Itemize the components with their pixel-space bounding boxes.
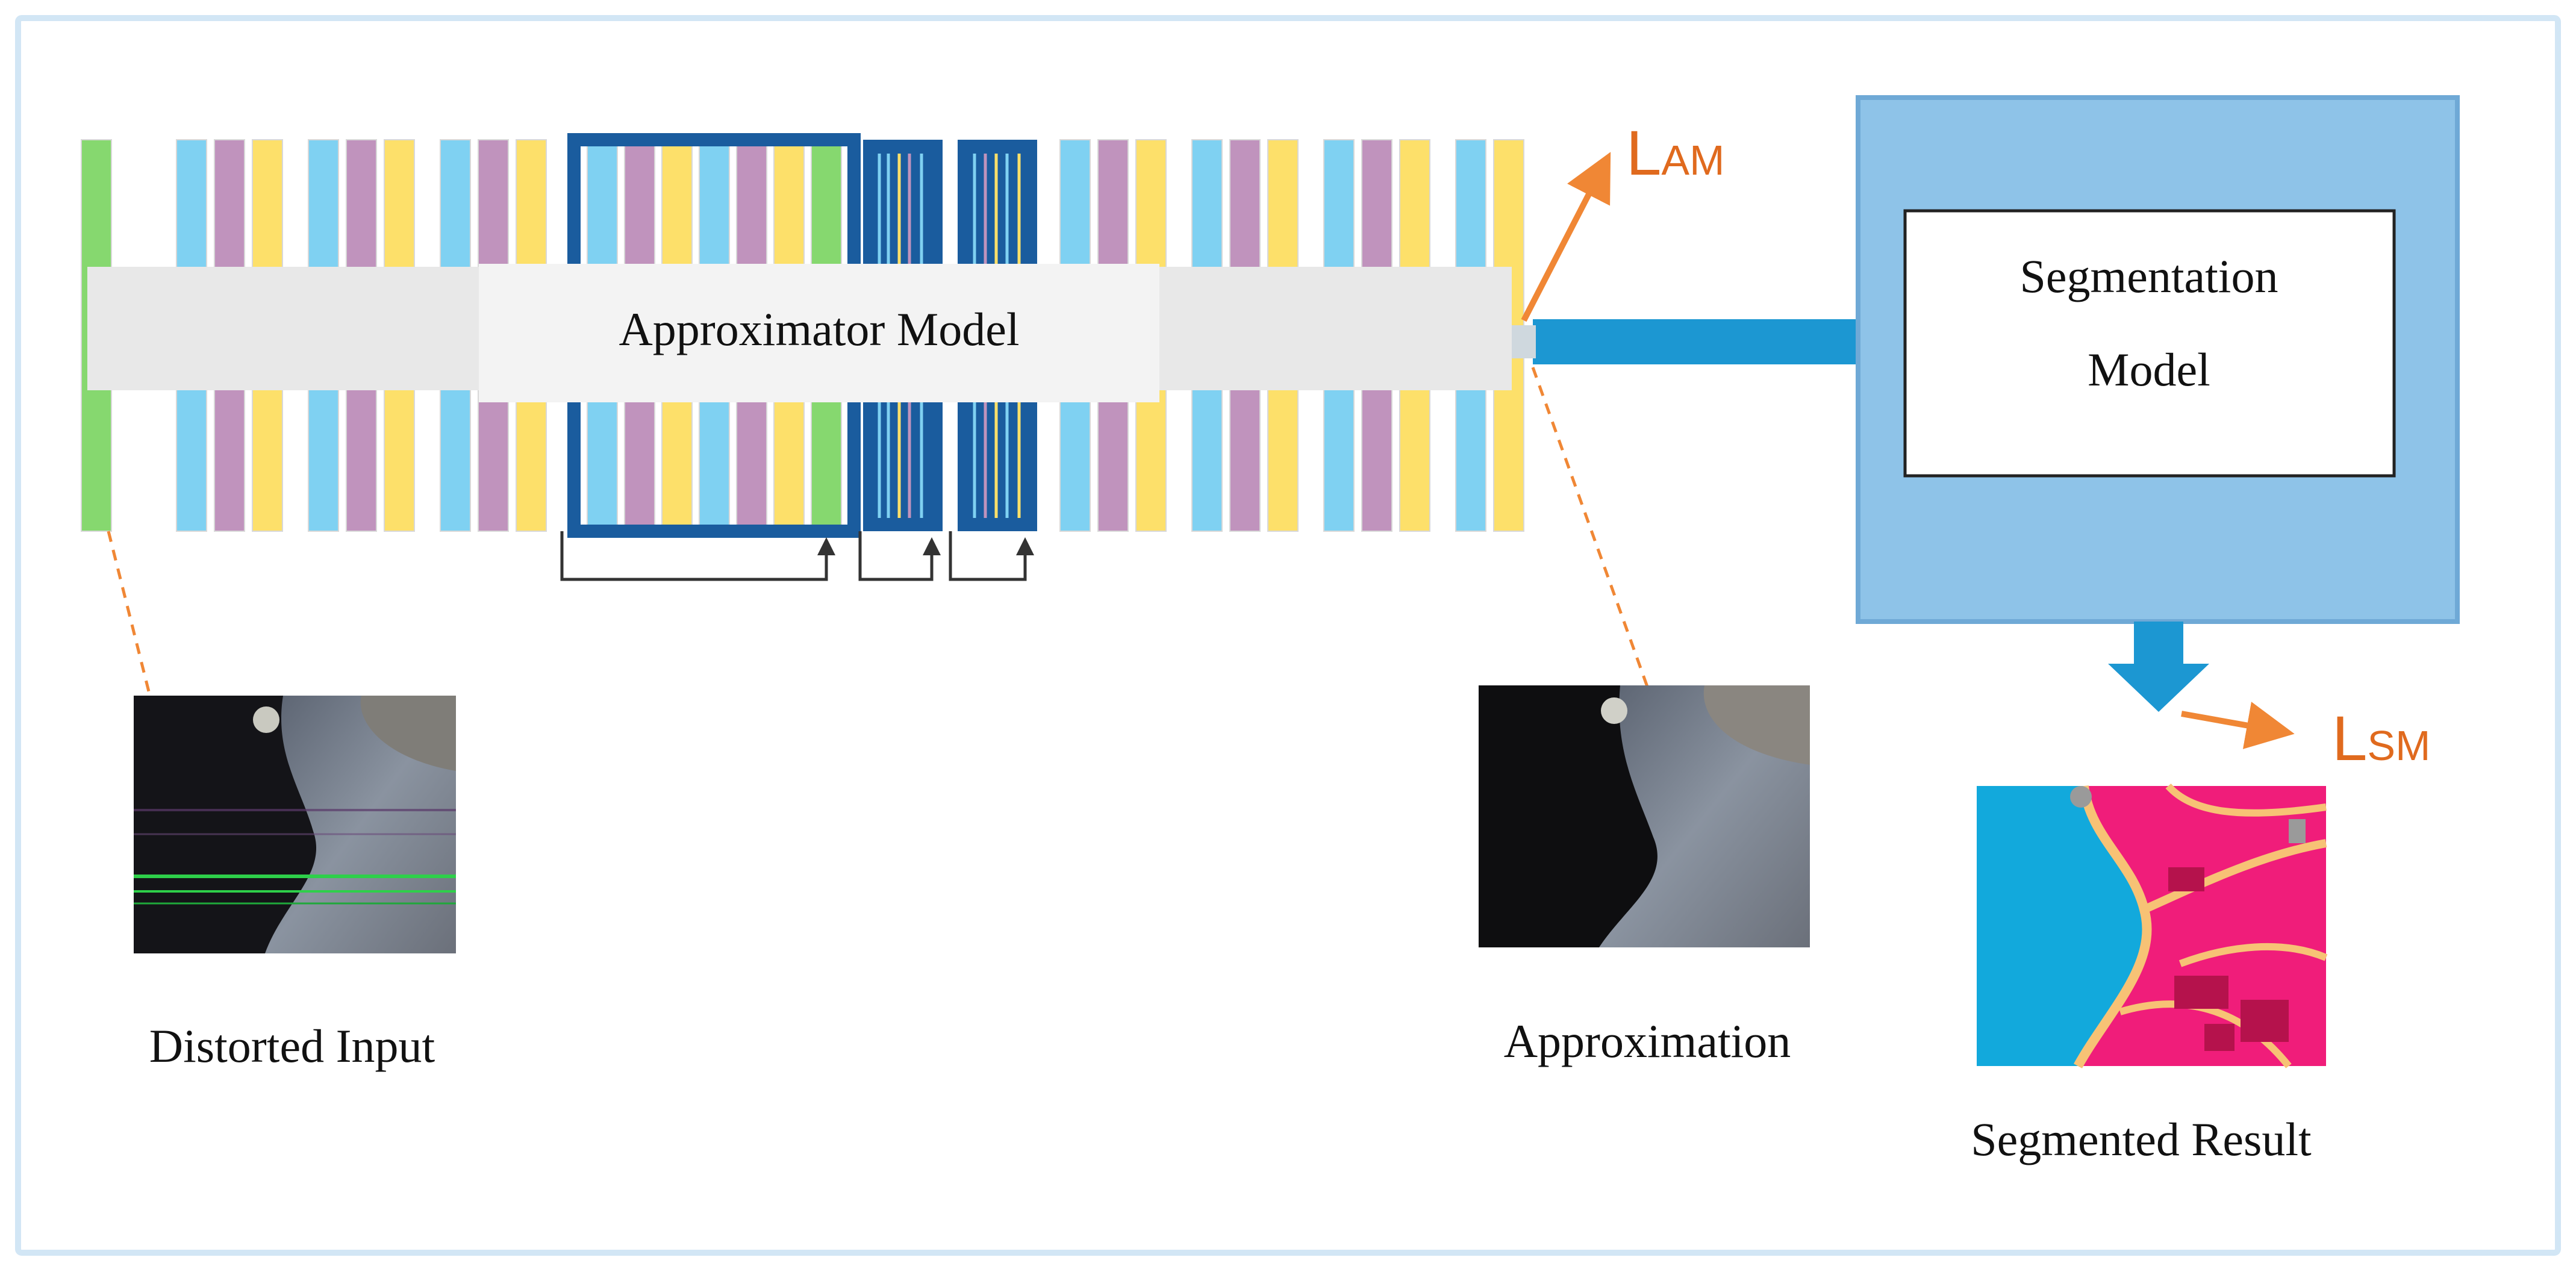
distorted-input-label: Distorted Input — [149, 1020, 435, 1072]
loss-sm-label: LSM — [2332, 703, 2430, 774]
loss-sm-arrow — [2181, 702, 2295, 749]
distorted-callout-line — [107, 531, 151, 694]
loss-sm-main: L — [2332, 703, 2367, 774]
loss-am-sub: AM — [1661, 137, 1724, 184]
segmentation-label-line1: Segmentation — [2020, 250, 2278, 302]
connector-stub — [1512, 325, 1536, 358]
loss-am-arrow — [1521, 152, 1611, 322]
segmentation-down-arrow — [2108, 622, 2209, 712]
skip-connection-1 — [560, 531, 835, 581]
segmentation-label-line2: Model — [2088, 343, 2210, 396]
loss-sm-sub: SM — [2367, 722, 2430, 769]
approximation-image — [1479, 685, 1810, 947]
distorted-input-image — [134, 696, 456, 953]
segmented-result-label: Segmented Result — [1971, 1113, 2312, 1165]
loss-am-label: LAM — [1626, 118, 1724, 189]
approximator-label: Approximator Model — [619, 303, 1019, 355]
skip-connection-3 — [949, 531, 1034, 581]
approx-to-seg-connector — [1533, 319, 1858, 364]
approximation-label: Approximation — [1504, 1015, 1791, 1067]
skip-connection-2 — [858, 531, 941, 581]
segmented-result-image — [1977, 783, 2328, 1068]
segmentation-inner-box — [1903, 209, 2396, 478]
approximator-label-box — [479, 264, 1159, 402]
loss-am-main: L — [1626, 118, 1661, 189]
